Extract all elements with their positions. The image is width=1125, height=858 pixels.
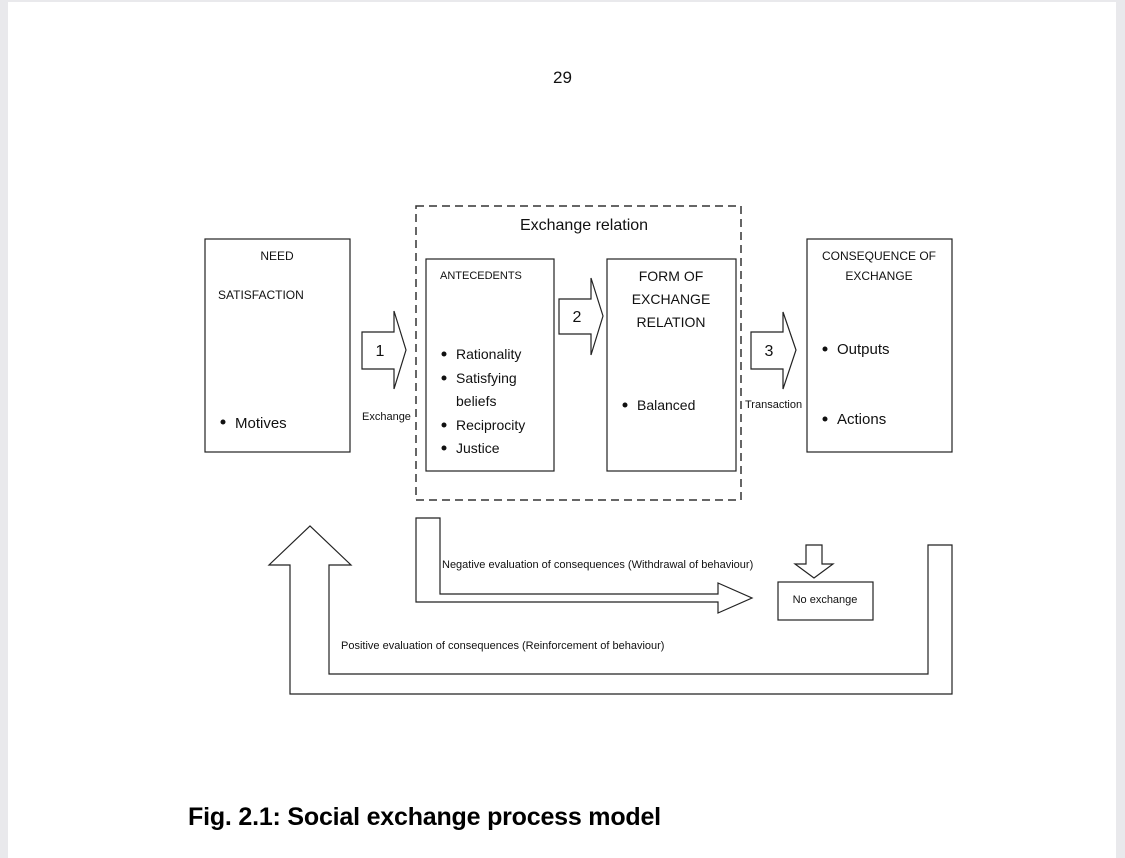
page-number: 29 [553,68,572,87]
motives-item: Motives [235,415,287,432]
figure-caption: Fig. 2.1: Social exchange process model [188,803,661,831]
arrow-3-number: 3 [765,343,774,360]
negative-evaluation-label: Negative evaluation of consequences (Wit… [442,559,753,571]
arrow-3 [750,311,797,390]
bullet-dot [822,346,828,352]
arrow-1-number: 1 [376,343,385,360]
antecedents-title: ANTECEDENTS [440,270,522,282]
positive-evaluation-label: Positive evaluation of consequences (Rei… [341,640,664,652]
antecedents-box [425,258,555,472]
bullet-dot [441,445,447,451]
exchange-relation-boundary [415,205,742,501]
arrow-2-number: 2 [573,309,582,326]
no-exchange-box [777,581,874,621]
bullet-dot [441,351,447,357]
consequence-line-1: CONSEQUENCE OF [822,249,936,263]
bullet-dot [441,375,447,381]
antecedent-item-satisfying: Satisfying [456,370,517,386]
balanced-item: Balanced [637,397,695,413]
exchange-relation-title: Exchange relation [520,217,648,234]
antecedent-item-justice: Justice [456,440,500,456]
consequence-box [806,238,953,453]
bullet-dot [441,422,447,428]
bullet-dot [220,419,226,425]
antecedent-item-beliefs: beliefs [456,393,496,409]
form-line-3: RELATION [637,314,706,330]
antecedent-item-reciprocity: Reciprocity [456,417,525,433]
form-of-exchange-box [606,258,737,472]
form-line-2: EXCHANGE [632,291,711,307]
actions-item: Actions [837,411,886,428]
consequence-line-2: EXCHANGE [845,269,912,283]
positive-feedback-arrow [267,525,953,695]
form-line-1: FORM OF [639,268,704,284]
need-label: NEED [260,249,294,263]
no-exchange-label: No exchange [793,594,858,606]
need-box [204,238,351,453]
exchange-label: Exchange [362,411,411,423]
transaction-label: Transaction [745,399,802,411]
arrow-1 [361,310,407,390]
arrow-2 [558,277,604,356]
antecedent-item-rationality: Rationality [456,346,521,362]
down-arrow [793,544,835,579]
satisfaction-label: SATISFACTION [218,288,304,302]
bullet-dot [622,402,628,408]
negative-feedback-arrow [415,517,754,614]
outputs-item: Outputs [837,341,890,358]
bullet-dot [822,416,828,422]
